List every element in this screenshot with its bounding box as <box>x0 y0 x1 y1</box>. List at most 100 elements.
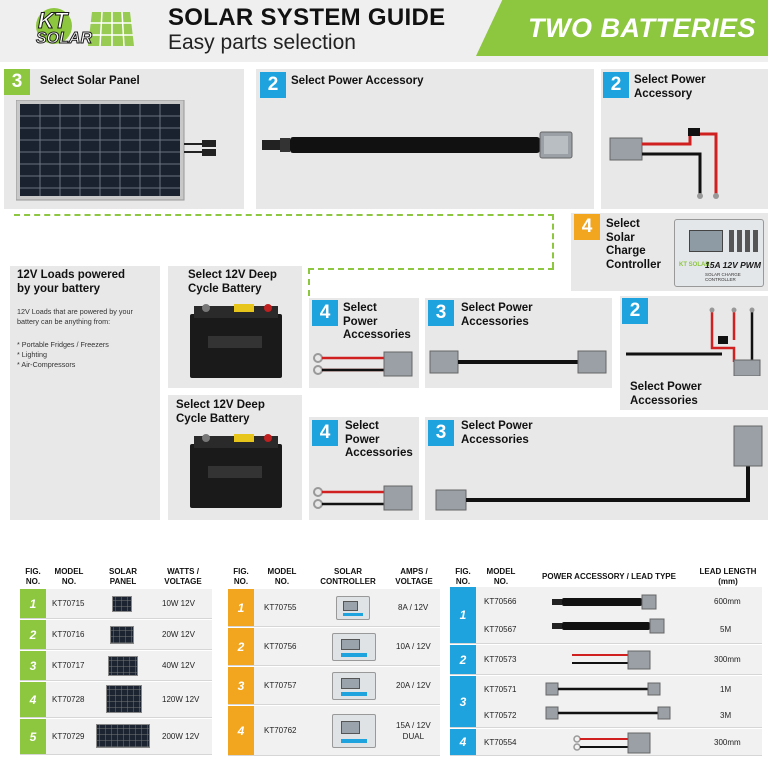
watts-voltage: 20W 12V <box>162 630 195 639</box>
battery-2-image <box>190 434 282 508</box>
fig-number: 2 <box>228 628 254 665</box>
lead-thumb <box>552 594 665 634</box>
accessories-4a-title: Select Power Accessories <box>343 302 411 341</box>
solar-panel-thumb <box>112 596 132 612</box>
table-row-group: 2 KT70573 300mm <box>450 645 762 675</box>
table-row: 4 KT70728 120W 12V <box>20 682 212 718</box>
fig-number: 3 <box>450 676 476 727</box>
controller-thumb <box>332 672 376 700</box>
step-badge: 3 <box>428 300 454 326</box>
controller-buttons-icon <box>729 230 759 252</box>
controller-model: 15A 12V PWM <box>705 260 761 270</box>
table-header: FIG. NO. <box>455 567 471 586</box>
model-number: KT70755 <box>264 603 297 612</box>
solar-panel-title: Select Solar Panel <box>40 75 140 87</box>
table-row-group: 3 KT70571 KT70572 1M 3M <box>450 676 762 728</box>
controller-thumb <box>336 596 370 620</box>
watts-voltage: 120W 12V <box>162 695 200 704</box>
lead-thumb <box>545 682 671 720</box>
amps-voltage: 20A / 12V <box>396 681 431 690</box>
watts-voltage: 200W 12V <box>162 732 200 741</box>
fig-number: 3 <box>228 667 254 704</box>
anderson-lead-short-image <box>429 350 607 374</box>
watts-voltage: 40W 12V <box>162 661 195 670</box>
table-header: SOLAR CONTROLLER <box>320 567 376 586</box>
solar-panel-thumb <box>106 685 142 713</box>
table-row-group: 4 KT70554 300mm <box>450 729 762 756</box>
loads-card <box>10 266 160 520</box>
model-number: KT70571 <box>484 684 517 694</box>
step-badge: 3 <box>4 69 30 95</box>
solar-panel-thumb <box>110 626 134 644</box>
amps-voltage: 10A / 12V <box>396 642 431 651</box>
model-number: KT70717 <box>52 661 85 670</box>
solar-panel-thumb <box>108 656 138 676</box>
controller-title: Select Solar Charge Controller <box>606 218 661 271</box>
model-number: KT70715 <box>52 599 85 608</box>
table-header: MODEL NO. <box>54 567 84 586</box>
model-number: KT70572 <box>484 710 517 720</box>
controller-brand: KT SOLAR <box>679 262 710 268</box>
charge-controller-image: KT SOLAR 15A 12V PWM SOLAR CHARGE CONTRO… <box>674 219 764 287</box>
controller-thumb <box>332 714 376 748</box>
two-batteries-text: TWO BATTERIES <box>528 12 756 43</box>
battery-1-title: Select 12V Deep Cycle Battery <box>188 269 277 295</box>
step-badge: 2 <box>260 72 286 98</box>
accessories-2b-title: Select Power Accessories <box>630 381 702 407</box>
loads-item: * Lighting <box>17 350 47 359</box>
table-header: WATTS / VOLTAGE <box>164 567 202 586</box>
model-number: KT70762 <box>264 726 297 735</box>
model-number: KT70567 <box>484 624 517 634</box>
fig-number: 3 <box>20 651 46 680</box>
power-accessory-right-title: Select Power Accessory <box>634 74 706 100</box>
battery-1-image <box>190 304 282 378</box>
model-number: KT70716 <box>52 630 85 639</box>
brand-logo: KT SOLAR <box>30 6 140 52</box>
lead-length: 300mm <box>714 655 741 664</box>
battery-terminal-lead-image <box>313 351 413 377</box>
solar-panel-image <box>16 100 216 201</box>
controller-thumb <box>332 633 376 661</box>
step-badge: 4 <box>312 420 338 446</box>
solar-panel-thumb <box>96 724 150 748</box>
accessories-3a-title: Select Power Accessories <box>461 302 533 328</box>
battery-terminal-lead-image <box>313 485 413 511</box>
flow-connector <box>14 214 554 216</box>
lead-length: 600mm <box>714 596 741 606</box>
controller-caption: SOLAR CHARGE CONTROLLER <box>705 272 741 282</box>
lead-thumb <box>572 650 651 670</box>
two-batteries-tag: TWO BATTERIES <box>476 0 768 56</box>
table-row-group: 1 KT70566 KT70567 600mm 5M <box>450 587 762 644</box>
logo-sun-icon <box>36 8 134 47</box>
fused-anderson-lead-image <box>626 307 761 376</box>
amps-voltage: 8A / 12V <box>398 603 429 612</box>
fig-number: 2 <box>450 645 476 674</box>
table-header: LEAD LENGTH (mm) <box>699 567 757 586</box>
fig-number: 4 <box>450 729 476 755</box>
lead-length: 5M <box>720 624 732 634</box>
lead-thumb <box>573 732 651 754</box>
table-row: 4 KT70762 15A / 12V DUAL <box>228 706 440 756</box>
amps-voltage: 15A / 12V DUAL <box>396 720 431 741</box>
fig-number: 1 <box>228 589 254 626</box>
extension-lead-image <box>262 131 573 159</box>
step-badge: 2 <box>622 298 648 324</box>
step-badge: 3 <box>428 420 454 446</box>
lead-length: 1M <box>720 684 732 694</box>
flow-connector <box>308 268 310 296</box>
model-number: KT70566 <box>484 596 517 606</box>
model-number: KT70554 <box>484 737 517 747</box>
flow-connector <box>308 268 554 270</box>
model-number: KT70728 <box>52 695 85 704</box>
step-badge: 2 <box>603 72 629 98</box>
fig-number: 4 <box>228 706 254 755</box>
model-number: KT70729 <box>52 732 85 741</box>
fig-number: 4 <box>20 682 46 717</box>
step-badge: 4 <box>574 214 600 240</box>
table-header: MODEL NO. <box>267 567 297 586</box>
table-header: POWER ACCESSORY / LEAD TYPE <box>542 572 676 581</box>
